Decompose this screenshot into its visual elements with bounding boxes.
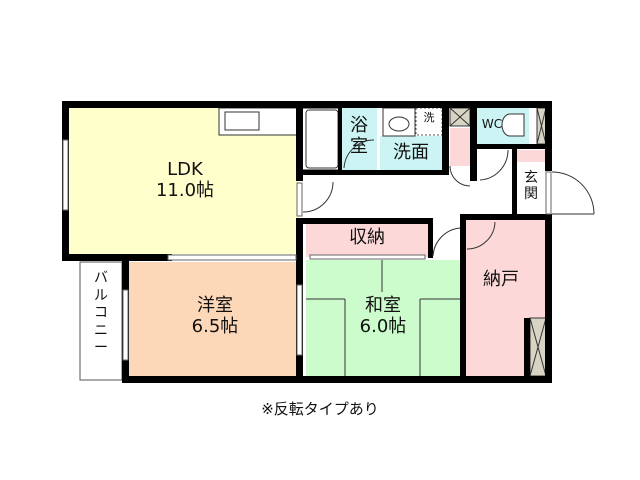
sliding-door [167,254,297,261]
balcony-label: バ ル コ ニ ー [94,270,108,356]
sliding-door [309,254,426,260]
front-door [545,171,552,215]
shoe-box [516,150,546,162]
japanese-room-label: 和室 6.0帖 [359,295,407,337]
sliding-door [122,289,129,361]
washer-space [415,107,443,136]
entrance-label: 玄 関 [524,170,538,203]
closet-x-icon [449,107,547,377]
sliding-door [296,284,303,356]
sink-icon [388,116,410,132]
toilet-icon [501,113,525,137]
reverse-type-note: ※反転タイプあり [261,400,379,418]
kitchen-sink-icon [224,111,260,131]
bathtub-icon [305,109,339,169]
ldk-label: LDK 11.0帖 [155,159,215,201]
western-room [128,262,300,376]
wc-label: WC [481,117,503,131]
closet [306,223,429,257]
bath-label: 浴 室 [350,115,368,157]
closet-label: 収納 [349,227,385,248]
tatami-lines [306,260,460,376]
washroom [380,136,442,170]
small-closet [450,128,470,166]
door-swings [302,139,595,257]
japanese-room [306,260,460,376]
western-room-label: 洋室 6.5帖 [191,295,239,337]
bath-room [342,108,377,170]
washer-label: 洗 [423,111,435,124]
storage-room-label: 納戸 [483,269,519,290]
balcony [79,261,123,381]
washroom-label: 洗面 [393,142,429,163]
door [296,182,303,217]
window [62,139,69,211]
